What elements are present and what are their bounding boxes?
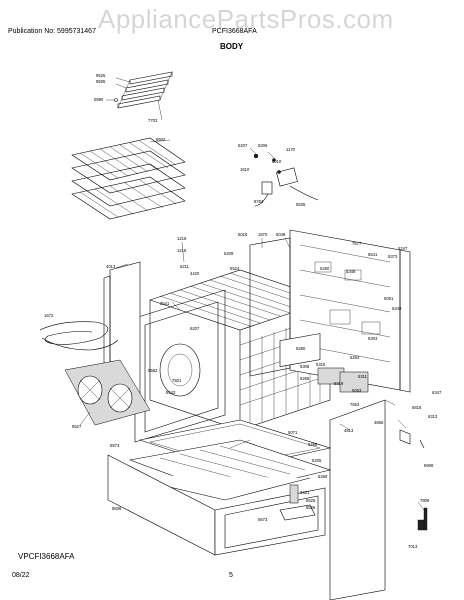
part-label: 4865 xyxy=(374,420,384,425)
part-label: 5265 xyxy=(300,376,310,381)
part-label: 5207 xyxy=(190,326,200,331)
part-label: 5535 xyxy=(296,202,306,207)
part-label: 9502 xyxy=(156,137,166,142)
part-label: 5071 xyxy=(288,430,298,435)
part-label: 5541 xyxy=(368,252,378,257)
part-label: 5209 xyxy=(224,251,234,256)
part-label: 1672 xyxy=(44,313,54,318)
wire-racks xyxy=(71,137,186,220)
part-label: 9525 xyxy=(96,73,106,78)
part-label: 5319 xyxy=(334,381,344,386)
part-label: 5543 xyxy=(166,390,176,395)
part-label: 5303 xyxy=(368,336,378,341)
part-label: 5260 xyxy=(320,266,330,271)
part-label: 1218 xyxy=(177,248,187,253)
part-label: 5061 xyxy=(384,296,394,301)
part-label: 0890 xyxy=(94,97,104,102)
part-label: 7013 xyxy=(408,544,418,549)
revision-date: 08/22 xyxy=(12,572,30,579)
bottom-tray xyxy=(117,419,332,501)
part-label: 5288 xyxy=(308,442,318,447)
part-label: 5269 xyxy=(318,474,328,479)
part-label: 5247 xyxy=(398,246,408,251)
section-title: BODY xyxy=(220,42,244,51)
drawer-front xyxy=(107,454,326,556)
part-label: 9527 xyxy=(72,424,82,429)
part-label: 5308 xyxy=(300,364,310,369)
part-label: 5373 xyxy=(388,254,398,259)
part-label: 5524 xyxy=(230,266,240,271)
part-label: 5206 xyxy=(258,143,268,148)
part-label: 5908 xyxy=(424,463,434,468)
publication-number: Publication No: 5995731467 xyxy=(8,28,96,35)
part-label: 6313 xyxy=(428,414,438,419)
part-label: 5316 xyxy=(316,362,326,367)
part-label: 5263 xyxy=(350,355,360,360)
part-label: 5205 xyxy=(312,458,322,463)
part-label: 5063 xyxy=(352,388,362,393)
part-label: 4013 xyxy=(106,264,116,269)
convection-fan-cover xyxy=(64,359,151,426)
part-label: 5207 xyxy=(238,143,248,148)
part-label: 8764 xyxy=(254,199,264,204)
part-label: 5525 xyxy=(306,498,316,503)
part-label: 7909 xyxy=(420,498,430,503)
oven-cavity xyxy=(134,269,331,443)
part-label: 1870 xyxy=(258,232,268,237)
watermark: AppliancePartsPros.com xyxy=(98,4,394,34)
part-label: 4813 xyxy=(344,428,354,433)
part-label: 5526 xyxy=(306,505,316,510)
part-number-labels: 9525 9505 0890 7703 9502 5207 5206 1170 … xyxy=(44,73,442,549)
part-label: 9505 xyxy=(96,79,106,84)
part-label: 9836 xyxy=(112,506,122,511)
part-label: 1610 xyxy=(240,167,250,172)
control-board xyxy=(279,333,369,393)
part-label: 1216 xyxy=(177,236,187,241)
part-label: 7653 xyxy=(350,402,360,407)
part-label: 5673 xyxy=(258,517,268,522)
part-label: 6347 xyxy=(432,390,442,395)
probe-assembly xyxy=(249,147,319,207)
leader-lines xyxy=(79,77,425,511)
hardware-parts xyxy=(279,429,428,531)
part-label: 9582 xyxy=(148,368,158,373)
part-label: 5016 xyxy=(238,232,248,237)
part-label: 5010 xyxy=(272,159,282,164)
part-label: 5348 xyxy=(392,306,402,311)
part-label: 7703 xyxy=(148,118,158,123)
part-label: 2541 xyxy=(160,301,170,306)
part-label: 7501 xyxy=(172,378,182,383)
part-label: 5818 xyxy=(412,405,422,410)
part-label: 1170 xyxy=(286,147,296,152)
part-label: 5348 xyxy=(346,269,356,274)
part-label: 7577 xyxy=(352,241,362,246)
part-label: 5573 xyxy=(110,443,120,448)
part-label: 5280 xyxy=(296,346,306,351)
part-label: 5211 xyxy=(180,264,190,269)
heating-element xyxy=(39,321,119,351)
model-code: PCFI3668AFA xyxy=(212,28,257,35)
part-label: 5048 xyxy=(276,232,286,237)
part-label: 4420 xyxy=(190,271,200,276)
model-number: VPCFI3668AFA xyxy=(18,552,75,561)
part-label: 3421 xyxy=(300,490,310,495)
part-label: 5311 xyxy=(358,374,368,379)
rack-rails xyxy=(114,71,173,109)
right-side-panel xyxy=(329,399,396,600)
page-number: 5 xyxy=(229,572,233,579)
